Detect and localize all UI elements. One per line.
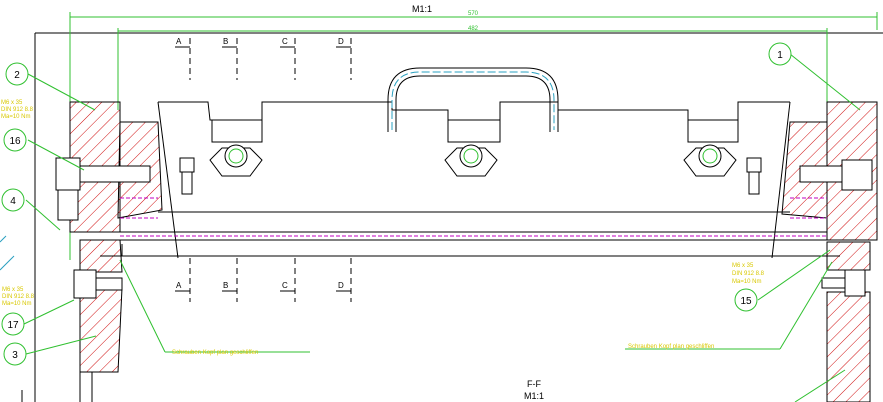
brackets	[211, 120, 739, 143]
left-edge-detail	[0, 235, 15, 271]
frame-lines	[21, 32, 883, 402]
scale-top: M1:1	[412, 4, 432, 14]
balloon-4: 4	[1, 188, 25, 212]
svg-text:Ma=10 Nm: Ma=10 Nm	[732, 279, 762, 285]
svg-text:M6 x 35: M6 x 35	[1, 100, 23, 106]
svg-text:4: 4	[10, 196, 16, 207]
svg-text:Ma=10 Nm: Ma=10 Nm	[1, 114, 31, 120]
section-markers-bottom	[175, 258, 352, 302]
section-scale: M1:1	[524, 391, 544, 401]
svg-text:DIN 912 8.8: DIN 912 8.8	[732, 271, 765, 277]
leader-lines	[23, 53, 861, 402]
svg-text:DIN 912 8.8: DIN 912 8.8	[1, 107, 34, 113]
main-body	[100, 101, 840, 259]
note-screw-right: M6 x 35 DIN 912 8.8 Ma=10 Nm	[732, 263, 765, 285]
handle	[387, 67, 559, 132]
dim-inner-label: 482	[468, 26, 479, 32]
note-screw-left-top: M6 x 35 DIN 912 8.8 Ma=10 Nm	[1, 100, 34, 120]
note-flush-right: Schrauben Kopf plan geschliffen	[628, 344, 714, 350]
svg-text:3: 3	[12, 350, 18, 361]
balloon-2: 2	[5, 62, 29, 86]
section-b-bottom: B	[223, 281, 228, 290]
nut-right	[683, 144, 737, 177]
svg-text:M6 x 35: M6 x 35	[2, 287, 24, 293]
section-d-bottom: D	[338, 281, 344, 290]
dim-outer-label: 570	[468, 11, 479, 17]
hidden-lines	[120, 197, 827, 237]
section-markers-top	[175, 38, 352, 80]
svg-text:1: 1	[777, 50, 783, 61]
nut-center	[444, 144, 498, 177]
dimension-lines	[69, 12, 878, 260]
balloon-15: 15	[734, 288, 758, 312]
right-flange	[781, 101, 878, 402]
section-a-top: A	[176, 37, 182, 46]
section-title: F-F	[527, 379, 541, 389]
section-a-bottom: A	[176, 281, 182, 290]
balloon-17: 17	[1, 312, 25, 336]
svg-text:17: 17	[7, 320, 19, 331]
svg-text:2: 2	[14, 70, 20, 81]
balloon-16: 16	[3, 128, 27, 152]
section-b-top: B	[223, 37, 228, 46]
balloon-1: 1	[768, 42, 792, 66]
svg-text:DIN 912 8.8: DIN 912 8.8	[2, 294, 35, 300]
note-flush-left: Schrauben Kopf plan geschliffen	[172, 350, 258, 356]
section-d-top: D	[338, 37, 344, 46]
nut-left	[209, 144, 263, 177]
balloon-3: 3	[3, 342, 27, 366]
svg-text:Ma=10 Nm: Ma=10 Nm	[2, 301, 32, 307]
section-c-bottom: C	[282, 281, 288, 290]
note-screw-left-bottom: M6 x 35 DIN 912 8.8 Ma=10 Nm	[2, 287, 35, 307]
svg-text:16: 16	[9, 136, 21, 147]
svg-text:15: 15	[740, 296, 752, 307]
section-c-top: C	[282, 37, 288, 46]
bolts	[55, 157, 873, 299]
left-flange	[69, 101, 163, 402]
svg-text:M6 x 35: M6 x 35	[732, 263, 754, 269]
